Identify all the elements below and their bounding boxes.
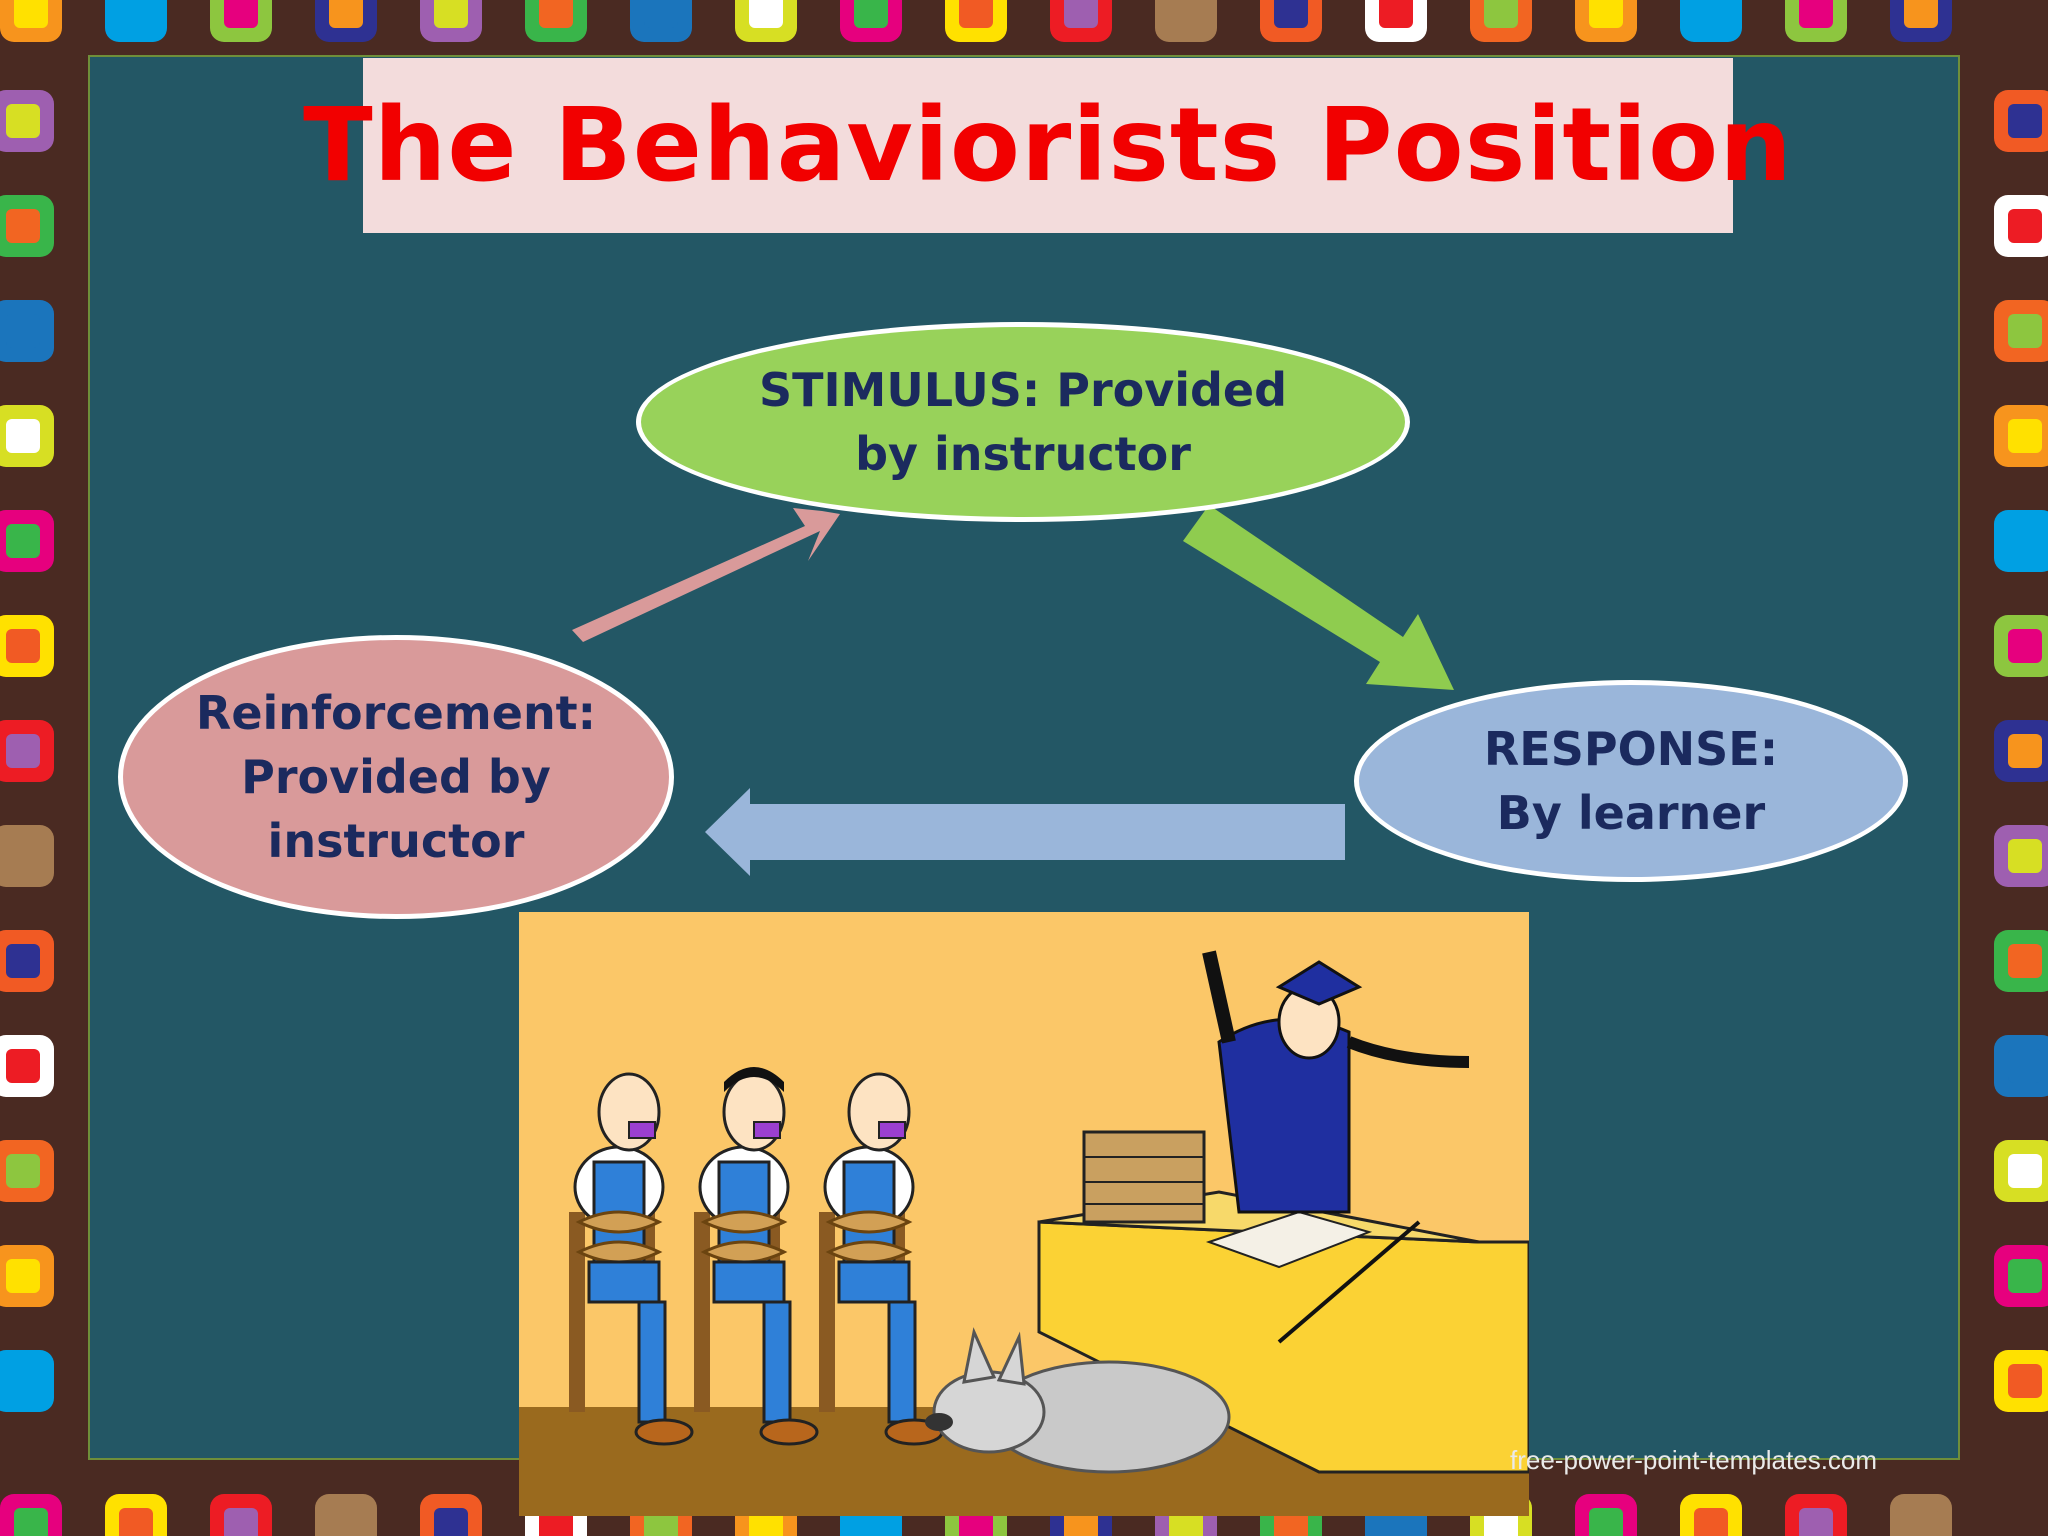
frame-square-inner — [6, 524, 40, 558]
frame-square-inner — [6, 629, 40, 663]
frame-square-inner — [6, 1154, 40, 1188]
frame-square-inner — [6, 839, 40, 873]
frame-square-inner — [6, 1364, 40, 1398]
students — [569, 1067, 944, 1446]
frame-square-inner — [6, 1049, 40, 1083]
frame-square-inner — [1904, 1508, 1938, 1536]
frame-square-inner — [119, 0, 153, 28]
teacher — [1202, 950, 1470, 1214]
frame-square-inner — [6, 734, 40, 768]
frame-square-inner — [854, 0, 888, 28]
frame-square-inner — [2008, 419, 2042, 453]
watermark: free-power-point-templates.com — [1510, 1445, 1878, 1475]
frame-square-inner — [2008, 209, 2042, 243]
frame-square-inner — [2008, 1364, 2042, 1398]
frame-square-inner — [2008, 104, 2042, 138]
teacher-desk — [1037, 1130, 1529, 1474]
frame-square-inner — [959, 0, 993, 28]
frame-square-inner — [1589, 0, 1623, 28]
frame-square-inner — [1799, 0, 1833, 28]
frame-square-inner — [224, 0, 258, 28]
stimulus-label: STIMULUS: Provided by instructor — [758, 363, 1288, 481]
frame-square-inner — [6, 1259, 40, 1293]
frame-square-inner — [14, 0, 48, 28]
frame-square-inner — [1064, 0, 1098, 28]
frame-square-inner — [14, 1508, 48, 1536]
frame-square-inner — [119, 1508, 153, 1536]
frame-square-inner — [6, 209, 40, 243]
response-label: RESPONSE: By learner — [1483, 722, 1779, 840]
frame-square-inner — [2008, 524, 2042, 558]
frame-square-inner — [2008, 1154, 2042, 1188]
frame-square-inner — [6, 104, 40, 138]
title-box: The Behaviorists Position — [303, 58, 1792, 233]
frame-square-inner — [1799, 1508, 1833, 1536]
frame-square-inner — [2008, 839, 2042, 873]
frame-square-inner — [224, 1508, 258, 1536]
frame-square-inner — [1694, 0, 1728, 28]
frame-square-inner — [434, 0, 468, 28]
reinforcement-label: Reinforcement: Provided by instructor — [195, 686, 597, 868]
frame-square-inner — [1169, 0, 1203, 28]
frame-square-inner — [1379, 0, 1413, 28]
frame-square-inner — [2008, 734, 2042, 768]
frame-square-inner — [434, 1508, 468, 1536]
slide-title: The Behaviorists Position — [303, 86, 1793, 205]
frame-square-inner — [329, 0, 363, 28]
frame-square-inner — [2008, 1049, 2042, 1083]
cartoon-illustration — [519, 912, 1529, 1516]
response-node: RESPONSE: By learner — [1354, 680, 1908, 882]
frame-square-inner — [329, 1508, 363, 1536]
dog — [925, 1327, 1231, 1474]
frame-square-inner — [2008, 314, 2042, 348]
frame-square-inner — [2008, 1259, 2042, 1293]
frame-square-inner — [2008, 629, 2042, 663]
frame-square-inner — [2008, 944, 2042, 978]
reinforcement-node: Reinforcement: Provided by instructor — [118, 635, 674, 919]
frame-square-inner — [1484, 0, 1518, 28]
frame-square-inner — [1274, 0, 1308, 28]
frame-square-inner — [6, 944, 40, 978]
frame-square-inner — [1694, 1508, 1728, 1536]
frame-square-inner — [6, 419, 40, 453]
stimulus-node: STIMULUS: Provided by instructor — [636, 322, 1410, 522]
frame-square-inner — [1589, 1508, 1623, 1536]
frame-square-inner — [1904, 0, 1938, 28]
frame-square-inner — [644, 0, 678, 28]
frame-square-inner — [539, 0, 573, 28]
frame-square-inner — [6, 314, 40, 348]
frame-square-inner — [749, 0, 783, 28]
